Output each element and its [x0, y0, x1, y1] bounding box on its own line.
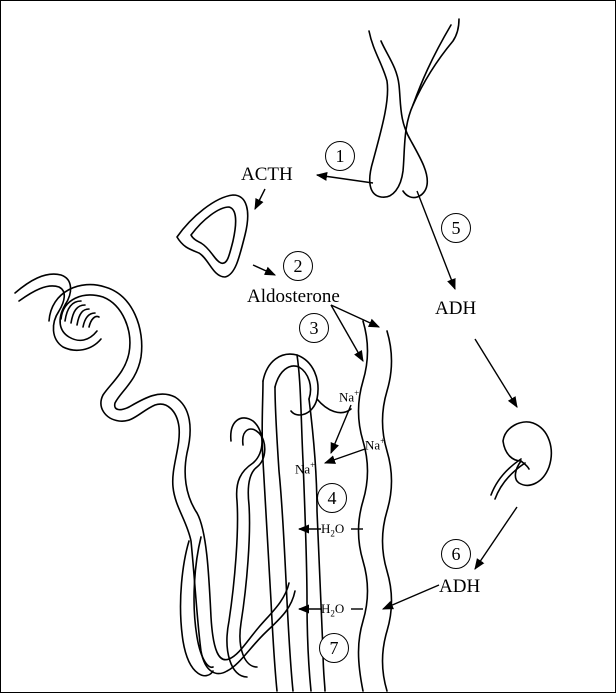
adh-label-bottom: ADH — [439, 577, 480, 596]
step-marker-7: 7 — [319, 633, 349, 663]
arrow-adrenal-to-aldosterone — [253, 265, 275, 275]
arrow-kidney-to-adh — [475, 507, 517, 569]
arrow-adh-to-kidney — [475, 339, 517, 407]
arrow-aldo-to-duct-2 — [331, 305, 363, 361]
collecting-duct — [359, 321, 392, 691]
arrow-na-inward — [325, 449, 365, 463]
acth-label: ACTH — [241, 165, 293, 184]
na-label-3: Na+ — [295, 461, 315, 475]
arrow-to-acth — [317, 175, 373, 183]
arrow-acth-to-adrenal — [255, 189, 265, 209]
kidney — [491, 422, 551, 499]
na-label-2: Na+ — [365, 437, 385, 451]
step-marker-5: 5 — [441, 213, 471, 243]
step-marker-3: 3 — [299, 313, 329, 343]
step-marker-6: 6 — [441, 539, 471, 569]
step-marker-2: 2 — [283, 251, 313, 281]
pituitary-gland — [369, 19, 459, 198]
aldosterone-label: Aldosterone — [247, 287, 340, 306]
step-marker-1: 1 — [325, 141, 355, 171]
adrenal-gland — [177, 195, 248, 277]
step-marker-4: 4 — [317, 483, 347, 513]
adh-label-top: ADH — [435, 299, 476, 318]
h2o-label-lower: H2O — [321, 602, 344, 619]
h2o-label-upper: H2O — [321, 522, 344, 539]
nephron-tubule — [15, 274, 351, 691]
arrow-aldo-to-duct-1 — [331, 305, 379, 327]
na-label-1: Na+ — [339, 389, 359, 403]
flow-arrows — [253, 175, 517, 609]
